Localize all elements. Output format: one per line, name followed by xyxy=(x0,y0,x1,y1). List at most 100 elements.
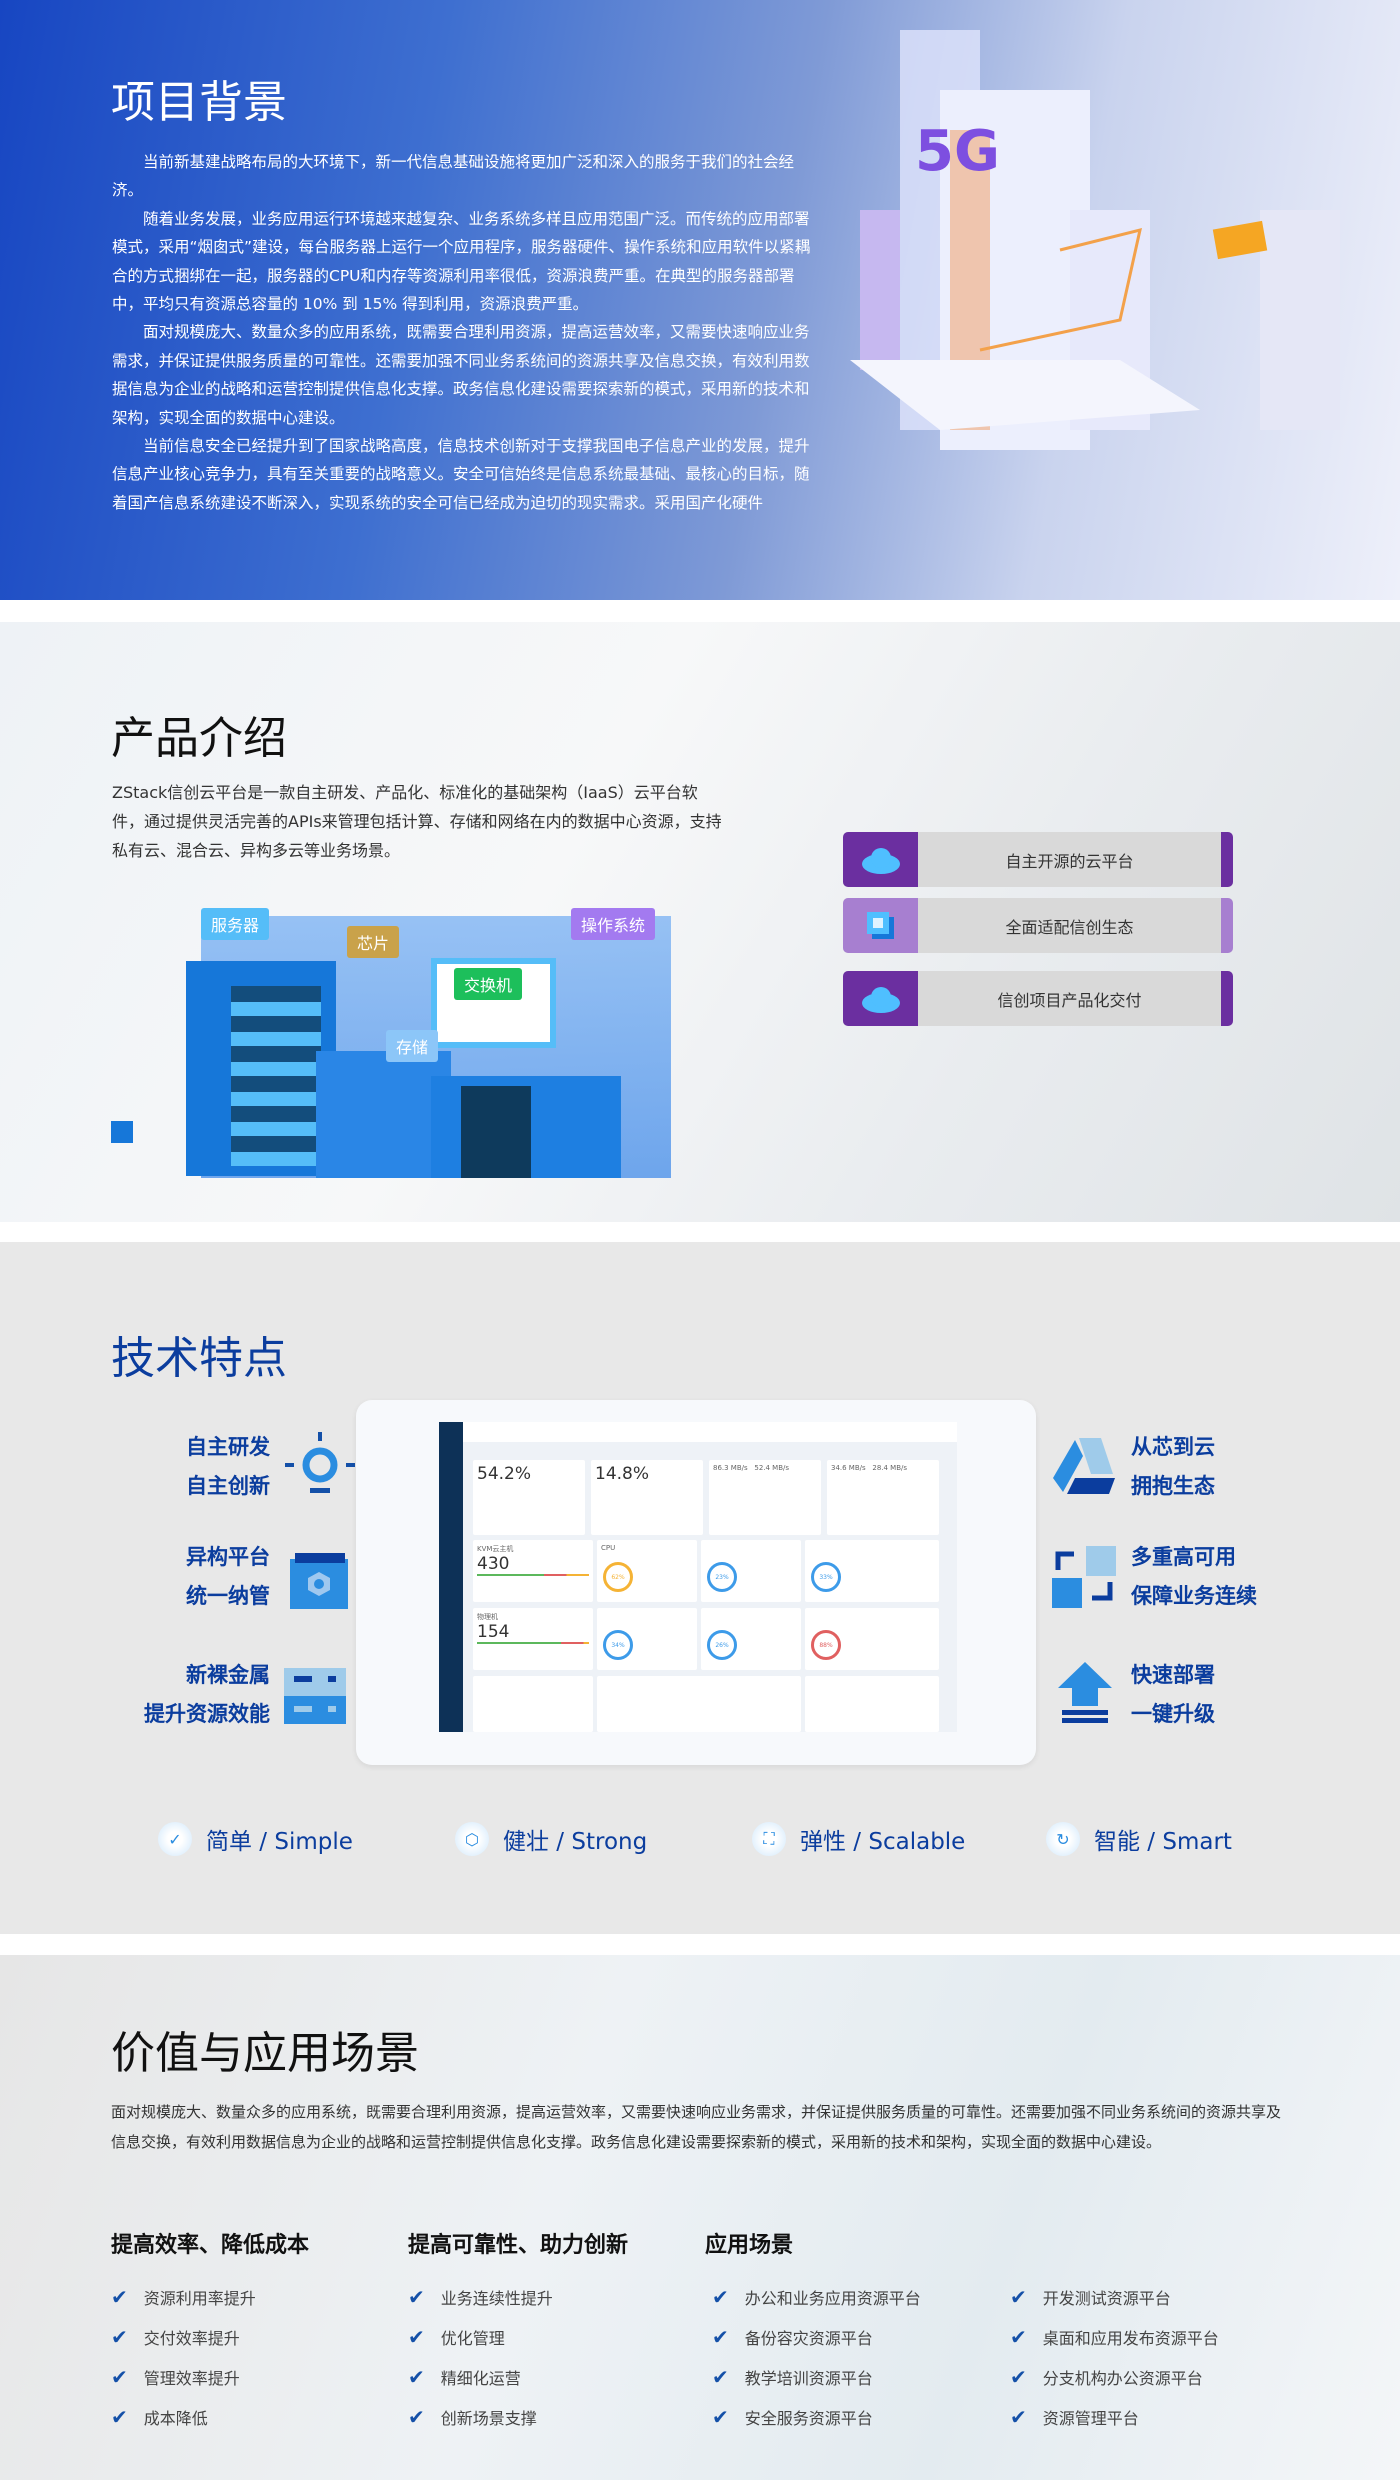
list-item: ✔ 成本降低 xyxy=(111,2405,208,2429)
feature-card-ecosystem: 全面适配信创生态 xyxy=(843,898,1233,953)
server-icon xyxy=(284,1668,346,1724)
list-item: ✔ 教学培训资源平台 xyxy=(712,2365,873,2389)
check-icon: ✔ xyxy=(712,2285,729,2309)
card-label: 自主开源的云平台 xyxy=(1005,851,1134,871)
value-description: 面对规模庞大、数量众多的应用系统，既需要合理利用资源，提高运营效率，又需要快速响… xyxy=(111,2103,1282,2151)
list-item-label: 开发测试资源平台 xyxy=(1042,2289,1171,2308)
tag-server: 服务器 xyxy=(201,908,270,940)
check-icon: ✔ xyxy=(408,2325,425,2349)
cube-icon: ⬡ xyxy=(455,1822,489,1856)
background-text: 当前新基建战略布局的大环境下，新一代信息基础设施将更加广泛和深入的服务于我们的社… xyxy=(112,148,820,517)
list-item: ✔ 备份容灾资源平台 xyxy=(712,2325,873,2349)
5g-badge: 5G xyxy=(915,119,1000,184)
check-icon: ✔ xyxy=(111,2285,128,2309)
folder-gear-icon xyxy=(290,1553,348,1609)
check-icon: ✔ xyxy=(712,2325,729,2349)
list-item: ✔ 安全服务资源平台 xyxy=(712,2405,873,2429)
list-item-label: 资源管理平台 xyxy=(1042,2409,1139,2428)
cloud-icon xyxy=(843,971,918,1026)
trait-simple: ✓简单 / Simple xyxy=(158,1822,353,1856)
check-icon: ✔ xyxy=(408,2285,425,2309)
list-item-label: 业务连续性提升 xyxy=(440,2289,553,2308)
trait-strong: ⬡健壮 / Strong xyxy=(455,1822,647,1856)
square-icon xyxy=(843,898,918,953)
value-scenarios-section: 价值与应用场景 面对规模庞大、数量众多的应用系统，既需要合理利用资源，提高运营效… xyxy=(0,1955,1400,2480)
cloud-icon xyxy=(843,832,918,887)
feature-fast-deploy: 快速部署一键升级 xyxy=(1131,1663,1215,1726)
check-icon: ✔ xyxy=(111,2405,128,2429)
dashboard-monitor: 54.2% 14.8% 86.3 MB/s 52.4 MB/s 34.6 MB/… xyxy=(356,1400,1036,1765)
paragraph: 面对规模庞大、数量众多的应用系统，既需要合理利用资源，提高运营效率，又需要快速响… xyxy=(112,323,810,427)
check-gear-icon: ✓ xyxy=(158,1822,192,1856)
trait-scalable: ⛶弹性 / Scalable xyxy=(752,1822,965,1856)
dashboard-screenshot: 54.2% 14.8% 86.3 MB/s 52.4 MB/s 34.6 MB/… xyxy=(439,1422,957,1732)
list-item-label: 备份容灾资源平台 xyxy=(744,2329,873,2348)
list-item: ✔ 管理效率提升 xyxy=(111,2365,240,2389)
list-item-label: 优化管理 xyxy=(440,2329,505,2348)
list-item-label: 办公和业务应用资源平台 xyxy=(744,2289,921,2308)
list-item: ✔ 业务连续性提升 xyxy=(408,2285,553,2309)
5g-city-illustration: 5G xyxy=(850,30,1340,450)
list-item: ✔ 交付效率提升 xyxy=(111,2325,240,2349)
dashboard-sidebar xyxy=(439,1422,463,1732)
trait-smart: ↻智能 / Smart xyxy=(1046,1822,1232,1856)
list-item: ✔桌面和应用发布资源平台 xyxy=(1010,2325,1219,2349)
list-item-label: 资源利用率提升 xyxy=(143,2289,256,2308)
check-icon: ✔ xyxy=(1010,2365,1027,2389)
check-icon: ✔ xyxy=(111,2325,128,2349)
feature-card-open-cloud: 自主开源的云平台 xyxy=(843,832,1233,887)
tag-os: 操作系统 xyxy=(571,908,656,940)
list-item-label: 分支机构办公资源平台 xyxy=(1042,2369,1203,2388)
list-item-label: 成本降低 xyxy=(143,2409,208,2428)
lightbulb-icon xyxy=(285,1432,355,1493)
expand-icon: ⛶ xyxy=(752,1822,786,1856)
check-icon: ✔ xyxy=(1010,2325,1027,2349)
section-title: 项目背景 xyxy=(111,77,287,128)
list-item-label: 教学培训资源平台 xyxy=(744,2369,873,2388)
upload-icon xyxy=(1058,1662,1112,1723)
column-heading: 提高可靠性、助力创新 xyxy=(408,2233,629,2258)
list-item-label: 交付效率提升 xyxy=(143,2329,240,2348)
list-item-label: 精细化运营 xyxy=(440,2369,521,2388)
paragraph: 当前信息安全已经提升到了国家战略高度，信息技术创新对于支撑我国电子信息产业的发展… xyxy=(112,437,810,512)
list-item-label: 创新场景支撑 xyxy=(440,2409,537,2428)
check-icon: ✔ xyxy=(712,2365,729,2389)
column-heading: 应用场景 xyxy=(705,2233,794,2258)
feature-heterogeneous: 异构平台统一纳管 xyxy=(186,1545,270,1608)
list-item: ✔ 资源利用率提升 xyxy=(111,2285,256,2309)
tag-switch: 交换机 xyxy=(454,968,523,1000)
feature-card-delivery: 信创项目产品化交付 xyxy=(843,971,1233,1026)
section-title: 技术特点 xyxy=(111,1333,287,1384)
column-heading: 提高效率、降低成本 xyxy=(111,2233,310,2258)
product-intro-section: 产品介绍 ZStack信创云平台是一款自主研发、产品化、标准化的基础架构（Iaa… xyxy=(0,622,1400,1222)
check-icon: ✔ xyxy=(1010,2405,1027,2429)
feature-high-availability: 多重高可用保障业务连续 xyxy=(1131,1545,1257,1608)
paragraph: 当前新基建战略布局的大环境下，新一代信息基础设施将更加广泛和深入的服务于我们的社… xyxy=(112,153,795,200)
list-item: ✔ 分支机构办公资源平台 xyxy=(1010,2365,1203,2389)
card-label: 全面适配信创生态 xyxy=(1005,917,1134,937)
check-icon: ✔ xyxy=(408,2365,425,2389)
triangle-icon xyxy=(1053,1438,1115,1494)
card-label: 信创项目产品化交付 xyxy=(997,990,1142,1010)
product-description: ZStack信创云平台是一款自主研发、产品化、标准化的基础架构（IaaS）云平台… xyxy=(112,783,722,860)
feature-bare-metal: 新裸金属提升资源效能 xyxy=(144,1663,270,1726)
list-item: ✔ 精细化运营 xyxy=(408,2365,521,2389)
tech-features-section: 技术特点 自主研发自主创新 异构平台统一纳管 新裸金属提升资源效能 54.2% … xyxy=(0,1242,1400,1934)
switch-icon xyxy=(1052,1546,1116,1608)
project-background-section: 项目背景 当前新基建战略布局的大环境下，新一代信息基础设施将更加广泛和深入的服务… xyxy=(0,0,1400,600)
check-icon: ✔ xyxy=(408,2405,425,2429)
tag-storage: 存储 xyxy=(386,1030,439,1062)
infrastructure-illustration: 服务器 芯片 存储 交换机 操作系统 xyxy=(111,886,673,1178)
feature-chip-to-cloud: 从芯到云拥抱生态 xyxy=(1131,1435,1215,1498)
tag-chip: 芯片 xyxy=(347,926,400,958)
list-item-label: 安全服务资源平台 xyxy=(744,2409,873,2428)
section-title: 价值与应用场景 xyxy=(111,2028,419,2079)
check-icon: ✔ xyxy=(712,2405,729,2429)
check-icon: ✔ xyxy=(111,2365,128,2389)
list-item: ✔ 资源管理平台 xyxy=(1010,2405,1139,2429)
list-item-label: 管理效率提升 xyxy=(143,2369,240,2388)
list-item: ✔ 办公和业务应用资源平台 xyxy=(712,2285,921,2309)
brain-icon: ↻ xyxy=(1046,1822,1080,1856)
paragraph: 随着业务发展，业务应用运行环境越来越复杂、业务系统多样且应用范围广泛。而传统的应… xyxy=(112,209,811,314)
list-item: ✔开发测试资源平台 xyxy=(1010,2285,1171,2309)
